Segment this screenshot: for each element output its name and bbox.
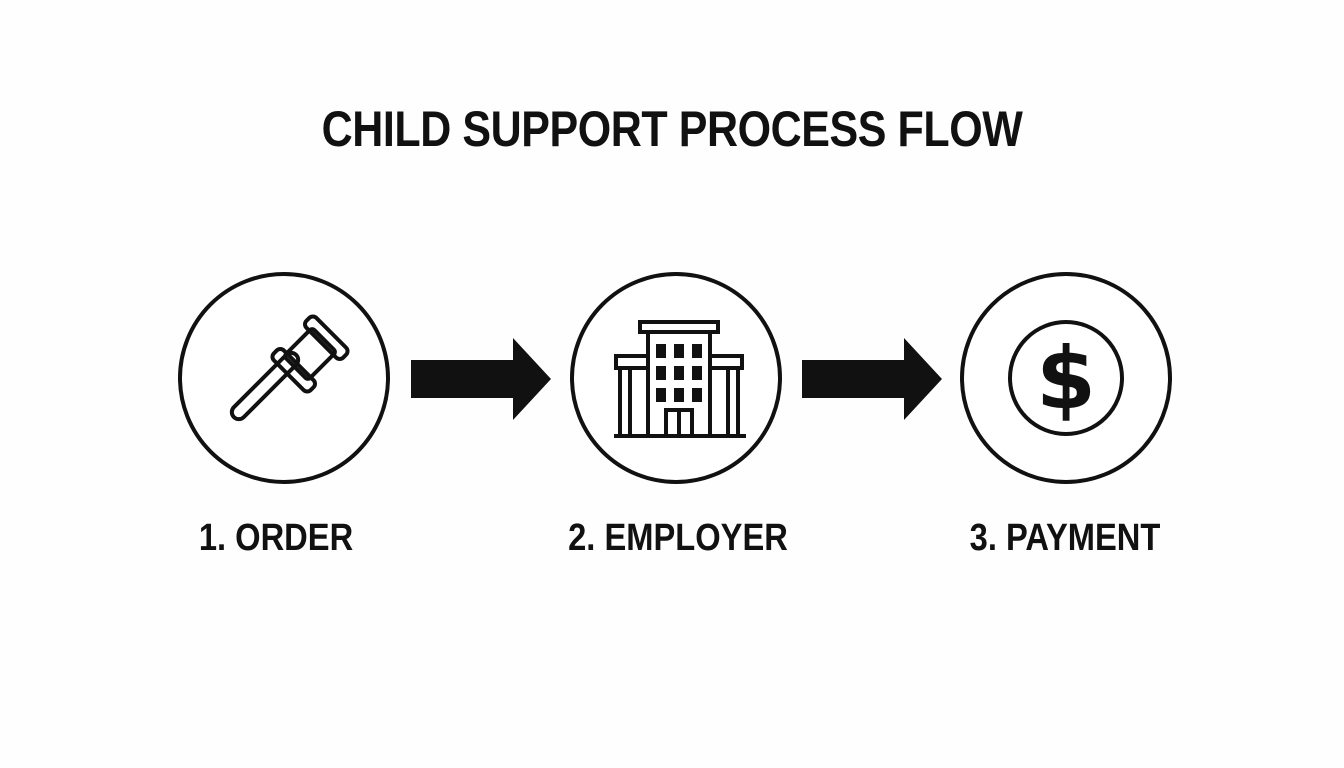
step-order-circle xyxy=(178,272,390,484)
arrow-right-icon xyxy=(411,338,551,420)
step-employer-label: 2. EMPLOYER xyxy=(568,517,788,559)
gavel-icon xyxy=(229,314,350,422)
arrow-right-icon xyxy=(802,338,942,420)
step-order-label: 1. ORDER xyxy=(198,517,354,559)
building-icon xyxy=(614,320,746,438)
dollar-glyph: $ xyxy=(1036,329,1096,429)
dollar-icon: $ xyxy=(1008,320,1124,436)
diagram-title: CHILD SUPPORT PROCESS FLOW xyxy=(321,101,1023,157)
step-payment-circle: $ xyxy=(960,272,1172,484)
step-payment-label: 3. PAYMENT xyxy=(969,517,1161,559)
step-employer-circle xyxy=(570,272,782,484)
